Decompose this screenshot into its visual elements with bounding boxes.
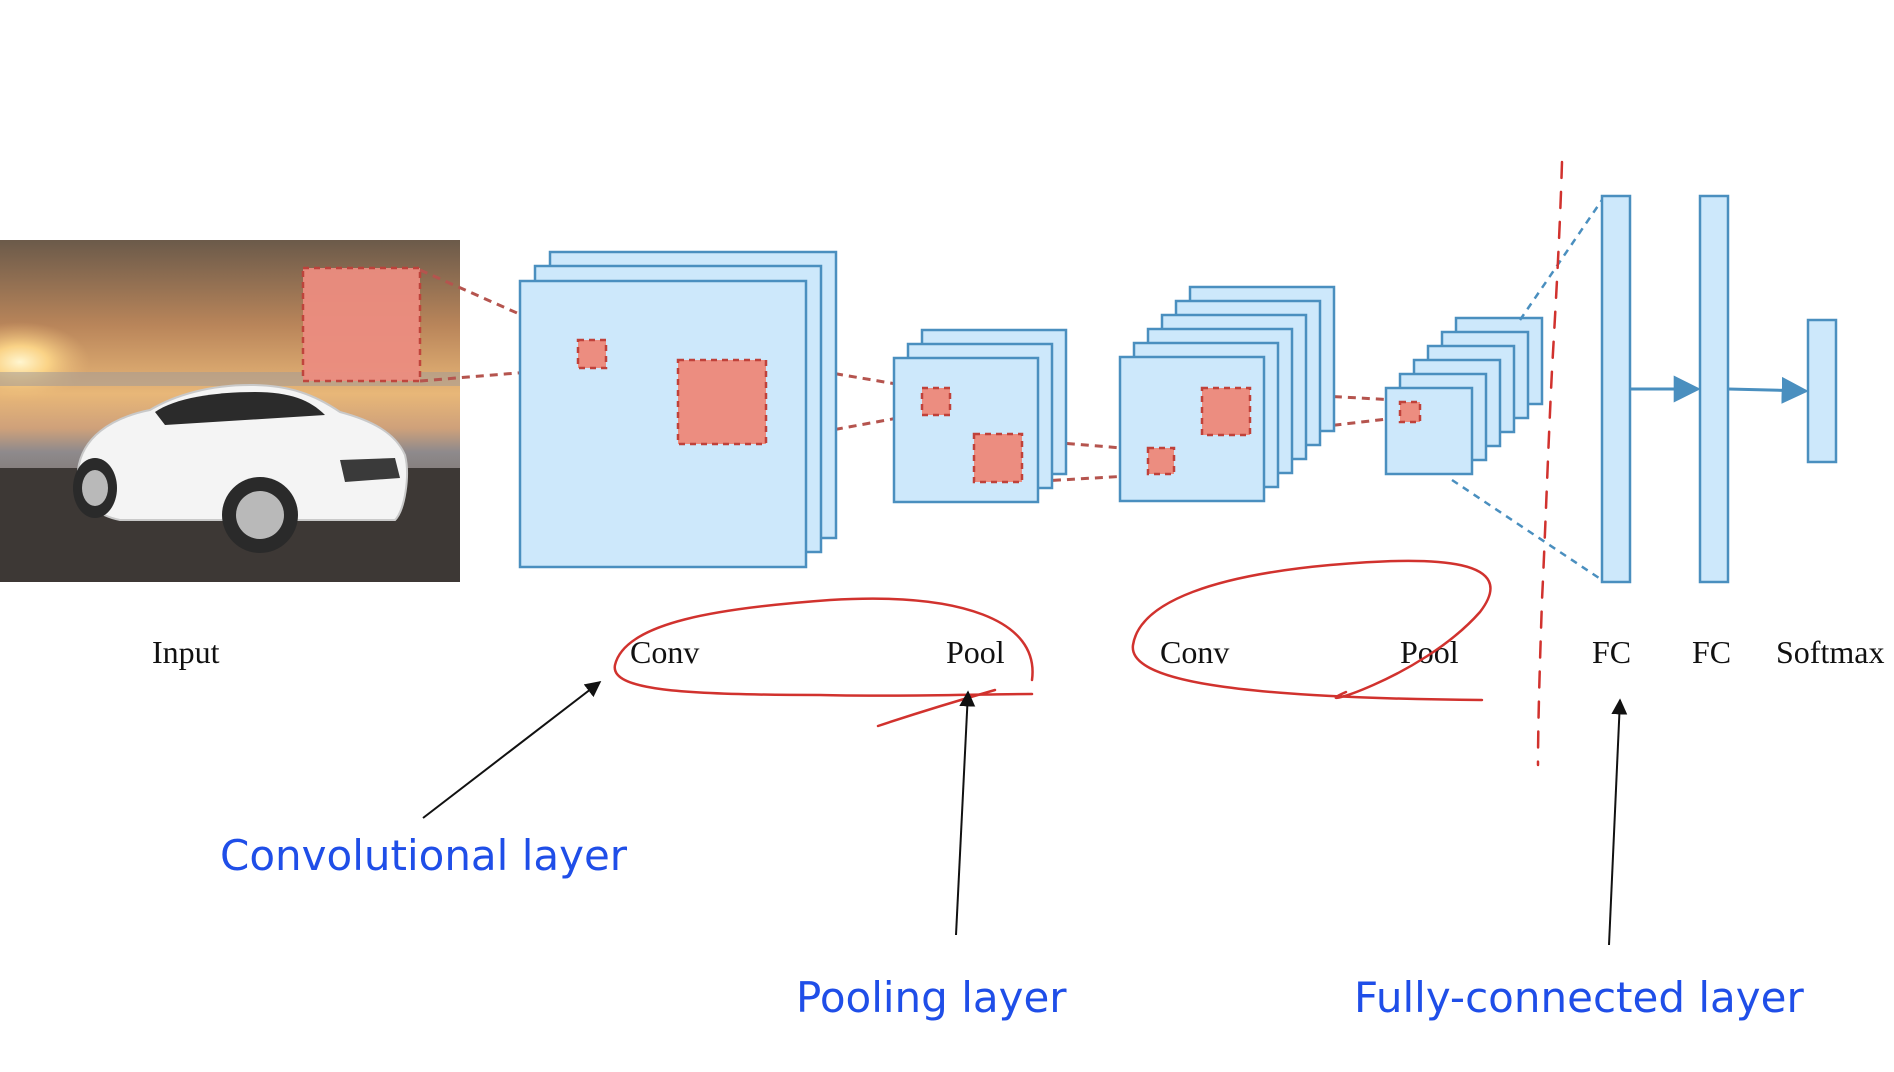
layer-labels: Input Conv Pool Conv Pool FC FC Softmax — [152, 634, 1884, 670]
fc-connectors — [1451, 199, 1604, 582]
label-fc1: FC — [1592, 634, 1631, 670]
red-annotations — [613, 160, 1564, 767]
car-icon — [73, 383, 408, 553]
label-conv2: Conv — [1160, 634, 1229, 670]
conv1-feature-maps — [518, 250, 838, 569]
conv2-feature-maps — [1118, 285, 1336, 503]
fc-layers — [1600, 194, 1838, 584]
pointer-arrows — [422, 681, 1628, 946]
fc1-layer — [1600, 194, 1632, 584]
convolutional-layer-label: Convolutional layer — [220, 831, 628, 880]
fc2-layer — [1698, 194, 1730, 584]
label-softmax: Softmax — [1776, 634, 1884, 670]
label-input: Input — [152, 634, 220, 670]
pool1-feature-maps — [892, 328, 1068, 504]
blue-annotations: Convolutional layer Pooling layer Fully-… — [220, 831, 1804, 1022]
label-pool1: Pool — [946, 634, 1005, 670]
pooling-pointer-arrow — [955, 690, 976, 936]
fully-connected-pointer-arrow — [1608, 698, 1628, 946]
softmax-layer — [1806, 318, 1838, 464]
conv-pool-2-ellipse — [1131, 559, 1492, 702]
fully-connected-layer-label: Fully-connected layer — [1354, 973, 1804, 1022]
pooling-layer-label: Pooling layer — [796, 973, 1067, 1022]
label-fc2: FC — [1692, 634, 1731, 670]
label-conv1: Conv — [630, 634, 699, 670]
conv-pool-1-ellipse — [613, 597, 1034, 697]
input-image — [0, 240, 460, 582]
pool2-feature-maps — [1384, 316, 1544, 476]
fc-divider-dashed-line — [1536, 160, 1564, 767]
convolutional-pointer-arrow — [422, 681, 602, 819]
fc2-to-softmax-arrow — [1727, 376, 1809, 404]
